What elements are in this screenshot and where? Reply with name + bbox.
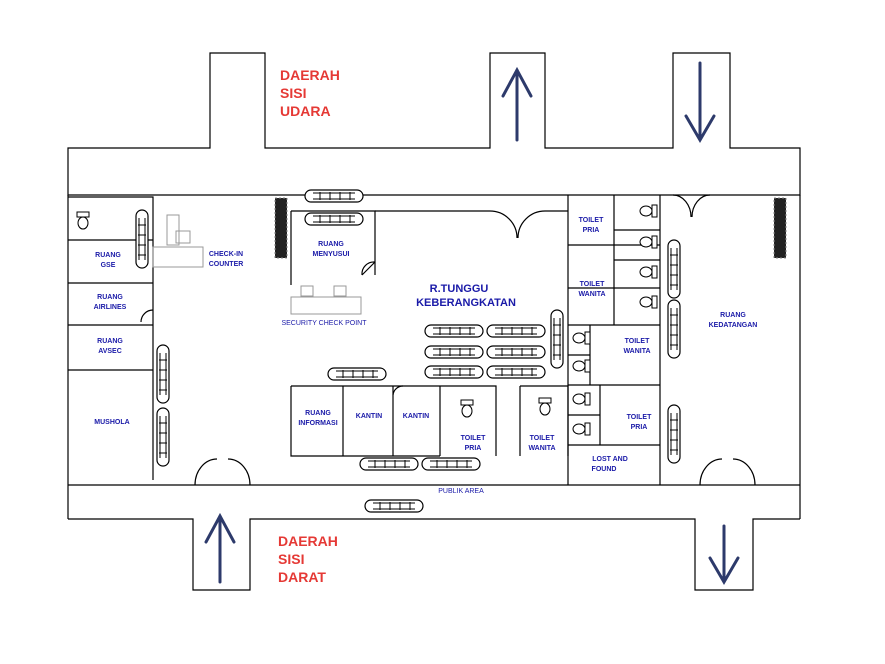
toilet-fixture (76, 211, 90, 230)
mushola-label: MUSHOLA (94, 419, 129, 426)
seat-column (156, 344, 170, 404)
seat-row (364, 499, 424, 513)
seat-column (667, 239, 681, 299)
seat-row (486, 365, 546, 379)
seat-column (667, 404, 681, 464)
baggage-conveyor-left (274, 197, 288, 259)
arrow-up-airside (501, 66, 533, 142)
toilet-fixture (460, 399, 474, 418)
seating-rows-horizontal (304, 189, 546, 513)
airside-zone-label: DAERAH SISI UDARA (280, 67, 344, 119)
seat-row (424, 324, 484, 338)
seat-column (550, 309, 564, 369)
toilet-fixture (572, 331, 591, 345)
toilet-fixture (538, 397, 552, 416)
arrow-up-landside (204, 512, 236, 584)
seat-row (486, 324, 546, 338)
seat-row (424, 365, 484, 379)
kantin-2-label: KANTIN (403, 413, 429, 420)
seat-column (156, 407, 170, 467)
baggage-conveyor-right (773, 197, 787, 259)
seat-row (424, 345, 484, 359)
interior-walls (68, 195, 661, 485)
publik-area-label: PUBLIK AREA (438, 488, 484, 495)
security-scanners (290, 285, 362, 315)
outer-walls (67, 52, 801, 591)
toilet-fixture (572, 422, 591, 436)
security-check-point-label: SECURITY CHECK POINT (281, 320, 367, 327)
doors (140, 194, 756, 486)
landside-zone-label: DAERAH SISI DARAT (278, 533, 342, 585)
seating-rows-vertical (135, 209, 681, 467)
toilet-fixture (639, 204, 658, 218)
seat-row (304, 189, 364, 203)
seat-column (667, 299, 681, 359)
check-in-counter-shape (152, 214, 204, 268)
toilet-fixture (572, 359, 591, 373)
seat-column (135, 209, 149, 269)
seat-row (327, 367, 387, 381)
seat-row (359, 457, 419, 471)
toilet-fixture (639, 235, 658, 249)
seat-row (486, 345, 546, 359)
toilet-fixtures (76, 204, 658, 436)
toilet-fixture (572, 392, 591, 406)
seat-row (304, 212, 364, 226)
arrow-down-airside (684, 61, 716, 143)
arrow-down-landside (708, 524, 740, 585)
kantin-1-label: KANTIN (356, 413, 382, 420)
toilet-fixture (639, 295, 658, 309)
seat-row (421, 457, 481, 471)
toilet-fixture (639, 265, 658, 279)
